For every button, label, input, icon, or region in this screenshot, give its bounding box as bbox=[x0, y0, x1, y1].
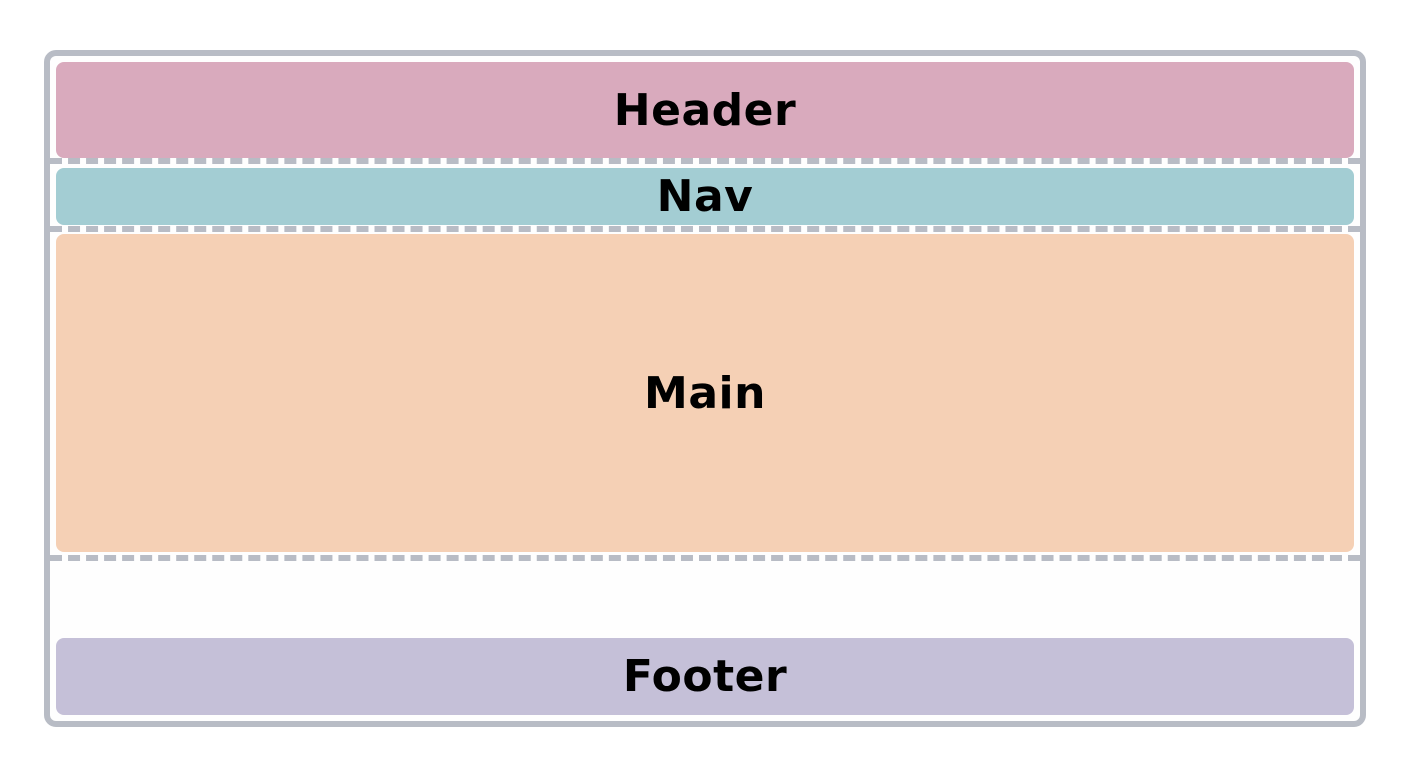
footer-region: Footer bbox=[56, 638, 1354, 715]
header-region: Header bbox=[56, 62, 1354, 158]
row-divider bbox=[50, 555, 1360, 561]
nav-label: Nav bbox=[656, 171, 754, 222]
row-divider bbox=[50, 158, 1360, 164]
main-label: Main bbox=[644, 367, 766, 419]
header-label: Header bbox=[613, 84, 797, 136]
main-region: Main bbox=[56, 234, 1354, 552]
row-divider bbox=[50, 226, 1360, 232]
layout-grid-container: Header Nav Main Footer bbox=[44, 50, 1366, 727]
nav-region: Nav bbox=[56, 168, 1354, 225]
footer-label: Footer bbox=[622, 651, 788, 702]
